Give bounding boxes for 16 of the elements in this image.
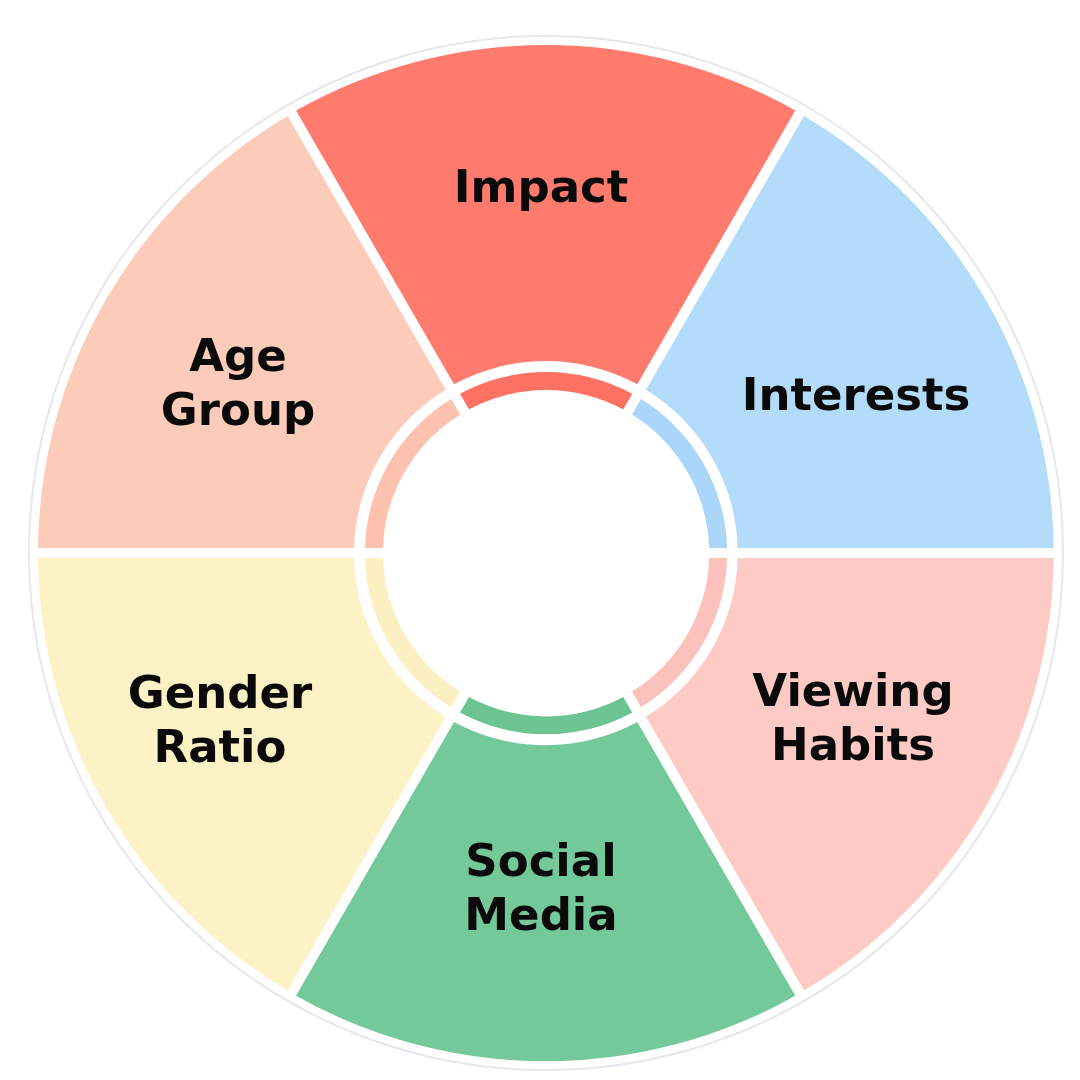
segment-label: Gender Ratio: [127, 666, 313, 774]
ring-segment: [38, 558, 446, 991]
inner-ring-arc: [631, 558, 727, 708]
inner-ring-arc: [459, 372, 633, 410]
segment-label: Viewing Habits: [752, 664, 954, 772]
inner-ring-arc: [365, 558, 461, 708]
segment-label: Interests: [741, 368, 971, 422]
segment-label: Age Group: [160, 329, 316, 437]
ring-segment: [646, 115, 1054, 548]
inner-ring-arc: [631, 398, 727, 548]
inner-ring-arc: [365, 398, 461, 548]
segment-label: Social Media: [464, 834, 618, 942]
ring-segment: [38, 115, 446, 548]
segment-label: Impact: [453, 160, 629, 214]
ring-segment: [646, 558, 1054, 991]
inner-ring-arc: [459, 696, 633, 734]
